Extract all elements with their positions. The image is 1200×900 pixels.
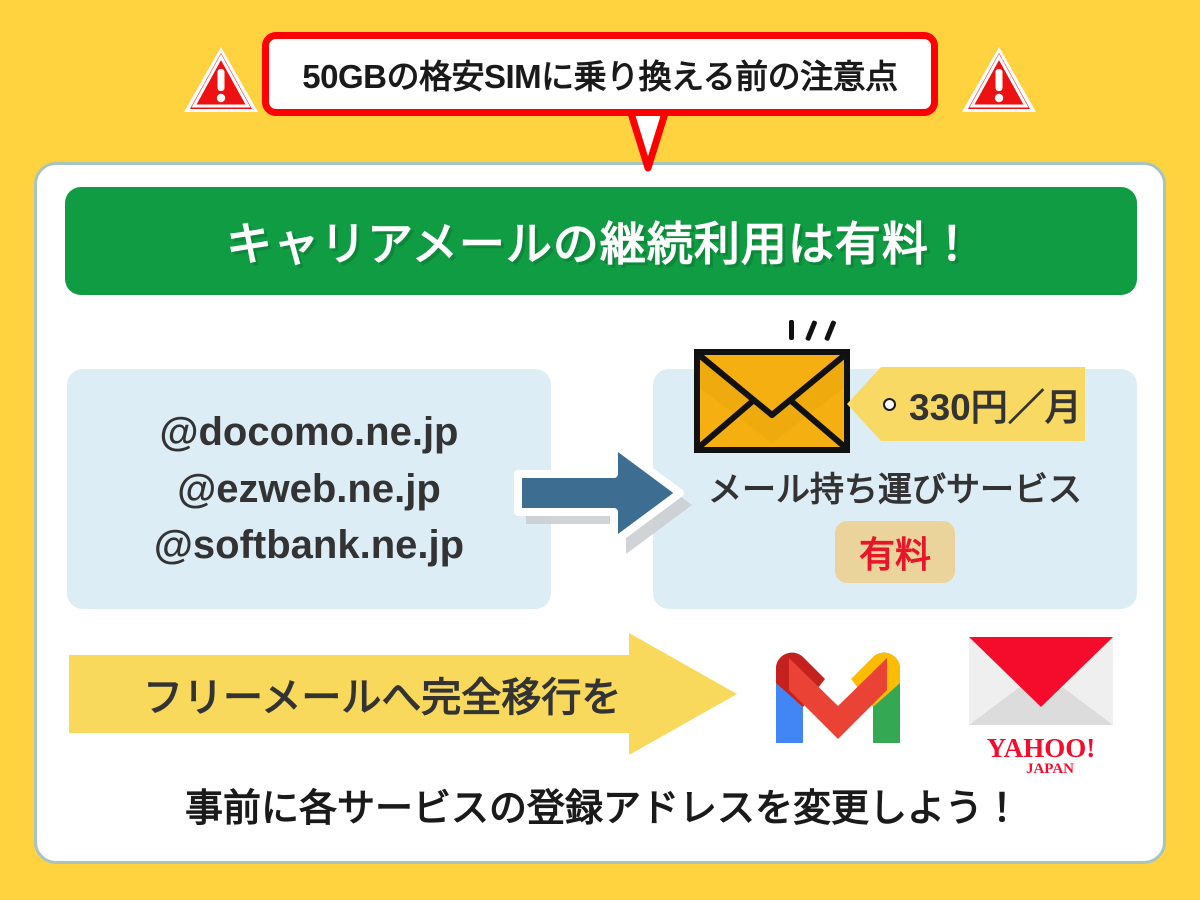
headline-bar-text: キャリアメールの継続利用は有料！	[226, 218, 976, 270]
yahoo-japan-subtext: JAPAN	[1026, 761, 1074, 777]
yahoo-japan-mail-icon: YAHOO! JAPAN	[967, 633, 1115, 781]
announcement-bubble: 50GBの格安SIMに乗り換える前の注意点	[262, 32, 938, 116]
carrier-address-panel: @docomo.ne.jp @ezweb.ne.jp @softbank.ne.…	[67, 369, 551, 609]
yahoo-wordmark-text: YAHOO!	[987, 733, 1096, 763]
gmail-logo-icon	[772, 635, 904, 747]
warning-triangle-icon	[182, 44, 260, 116]
footer-note: 事前に各サービスの登録アドレスを変更しよう！	[184, 788, 1021, 830]
top-banner: 50GBの格安SIMに乗り換える前の注意点	[0, 0, 1200, 172]
announcement-headline: 50GBの格安SIMに乗り換える前の注意点	[302, 58, 898, 95]
price-tag: 330円／月	[847, 367, 1085, 441]
price-tag-text: 330円／月	[909, 387, 1082, 428]
service-name-label: メール持ち運びサービス	[708, 471, 1082, 509]
yahoo-envelope-icon	[969, 637, 1113, 725]
speech-bubble-tail	[578, 108, 718, 180]
list-item: @ezweb.ne.jp	[177, 466, 441, 511]
status-badge-text: 有料	[858, 534, 932, 575]
list-item: @docomo.ne.jp	[159, 409, 459, 454]
yahoo-japan-wordmark: YAHOO! JAPAN	[967, 731, 1115, 777]
price-tag-hole-icon	[883, 398, 896, 411]
main-content-card: キャリアメールの継続利用は有料！ @docomo.ne.jp @ezweb.ne…	[34, 162, 1166, 864]
headline-bar: キャリアメールの継続利用は有料！	[65, 187, 1137, 295]
status-badge: 有料	[834, 521, 956, 583]
warning-triangle-icon	[960, 44, 1038, 116]
envelope-icon	[692, 318, 860, 454]
cta-arrow-text: フリーメールへ完全移行を	[143, 676, 622, 720]
right-arrow-icon	[514, 440, 704, 570]
cta-arrow-banner: フリーメールへ完全移行を	[69, 633, 737, 755]
list-item: @softbank.ne.jp	[153, 523, 465, 568]
